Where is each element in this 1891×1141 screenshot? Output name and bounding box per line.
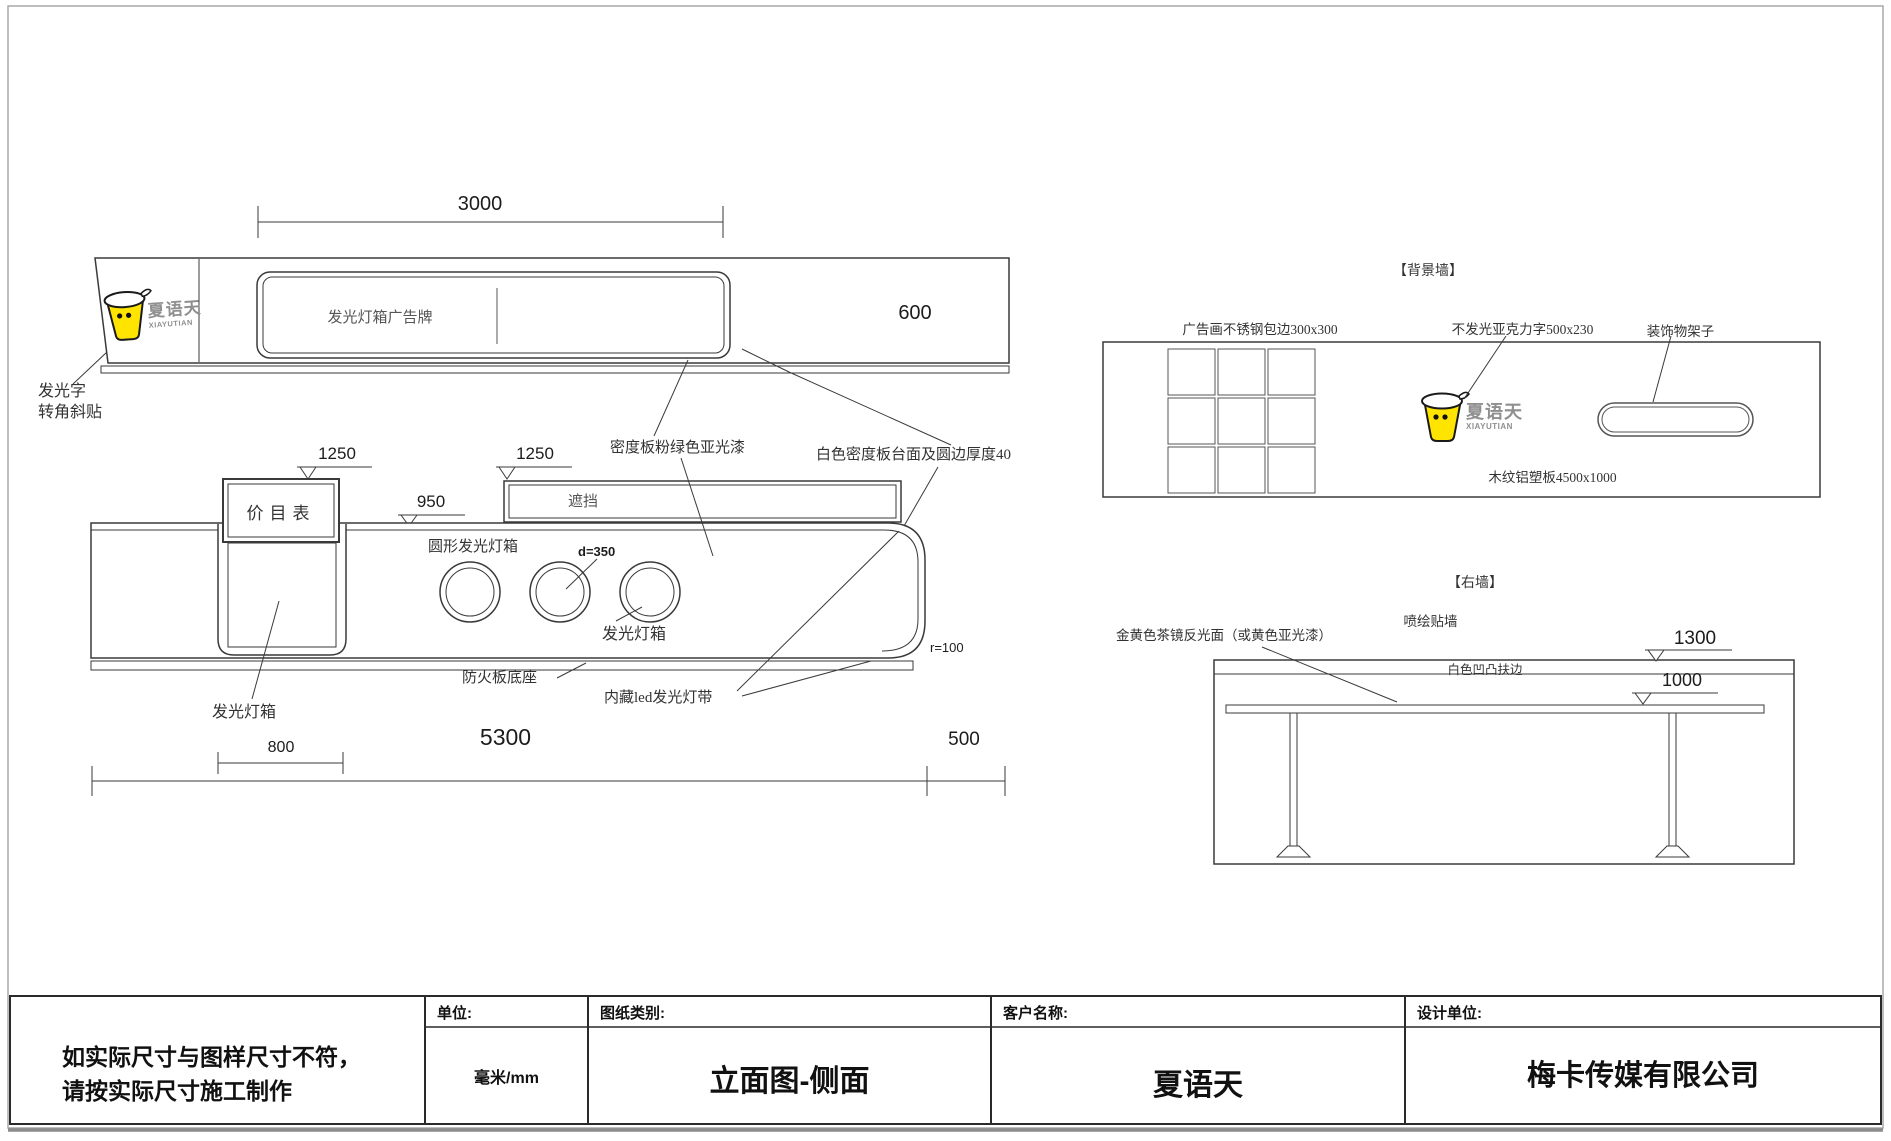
unit-value: 毫米/mm — [474, 1070, 539, 1087]
client-value: 夏语天 — [1153, 1069, 1243, 1102]
marker-1250-right — [496, 466, 572, 480]
wall-logo-text: 夏语天 XIAYUTIAN — [1466, 403, 1523, 431]
round-lightbox-label: 圆形发光灯箱 — [428, 539, 519, 555]
leader-base — [556, 662, 587, 679]
left-lightbox-label: 发光灯箱 — [212, 704, 277, 721]
corner-note-line1: 发光字 — [38, 383, 87, 400]
logo-latin-wall: XIAYUTIAN — [1466, 422, 1513, 431]
dim-5300: 5300 — [479, 724, 532, 750]
trim-label: 白色凹凸扶边 — [1447, 663, 1523, 677]
dim-1300: 1300 — [1673, 628, 1717, 649]
type-value: 立面图-侧面 — [709, 1065, 870, 1098]
counter-top-inner-line — [91, 529, 919, 652]
sign-lightbox-outer — [256, 271, 731, 359]
construction-note: 如实际尺寸与图样尺寸不符， 请按实际尺寸施工制作 — [62, 1040, 361, 1108]
corner-note-line2: 转角斜贴 — [38, 404, 103, 421]
leader-led-1 — [736, 530, 900, 692]
table-top — [1225, 704, 1765, 714]
sign-lightbox-inner — [262, 276, 725, 354]
bg-wall-grid — [1167, 348, 1316, 494]
marker-1300 — [1645, 649, 1732, 662]
dim-3000: 3000 — [457, 193, 503, 215]
dim-800-lines — [217, 752, 344, 774]
sticker-label: 喷绘贴墙 — [1403, 614, 1458, 629]
leader-led-2 — [741, 660, 872, 697]
dim-800: 800 — [267, 739, 295, 756]
right-wall-outline — [1213, 659, 1795, 865]
mdf-note-label: 密度板粉绿色亚光漆 — [610, 440, 746, 456]
leader-mirror — [1261, 646, 1398, 703]
leader-corner-note — [72, 351, 108, 385]
leader-left-lightbox — [251, 600, 280, 700]
bg-acrylic-label: 不发光亚克力字500x230 — [1451, 322, 1594, 337]
price-board-inner — [227, 483, 335, 538]
sign-dim-3000 — [257, 206, 724, 238]
logo-cup-icon-wall — [1421, 391, 1470, 442]
dim-1250-left: 1250 — [318, 444, 356, 463]
bg-wall-title: 【背景墙】 — [1393, 264, 1463, 279]
type-header: 图纸类别: — [600, 1005, 665, 1022]
leader-top-note — [741, 348, 952, 446]
sign-base-strip — [100, 365, 1010, 374]
dim-1250-right: 1250 — [516, 444, 554, 463]
marker-1000 — [1632, 692, 1718, 705]
left-lightbox-panel — [227, 542, 337, 648]
shelf-pill-outer — [1597, 402, 1754, 437]
bg-panel-label: 木纹铝塑板4500x1000 — [1488, 470, 1617, 485]
led-label: 内藏led发光灯带 — [604, 690, 713, 706]
dim-600: 600 — [898, 302, 932, 324]
counter-base-strip — [90, 660, 914, 671]
bg-shelf-label: 装饰物架子 — [1646, 324, 1715, 339]
marker-1250-left — [297, 466, 372, 480]
construction-note-line1: 如实际尺寸与图样尺寸不符， — [62, 1044, 361, 1070]
leader-acrylic — [1463, 335, 1507, 400]
price-board-outer — [222, 478, 340, 543]
logo-name: 夏语天 — [147, 298, 203, 321]
corner-note: 发光字 转角斜贴 — [38, 381, 102, 423]
unit-header: 单位: — [437, 1005, 472, 1022]
logo-cup-icon — [103, 288, 152, 341]
leader-mdf-down — [680, 457, 714, 557]
logo-name-wall: 夏语天 — [1466, 402, 1523, 422]
leader-d350 — [565, 558, 598, 590]
round-lightboxes — [439, 561, 681, 623]
dim-950: 950 — [416, 492, 446, 511]
leader-shelf — [1652, 335, 1672, 403]
sign-lightbox-label: 发光灯箱广告牌 — [327, 310, 433, 326]
dim-1000: 1000 — [1661, 670, 1703, 690]
shield-bar-outer — [503, 480, 902, 523]
page-border — [7, 5, 1884, 1129]
leader-top-note-down — [903, 466, 939, 527]
table-legs — [1275, 712, 1691, 858]
leader-lightbox — [615, 606, 643, 622]
price-board-label: 价目表 — [246, 504, 316, 523]
marker-950 — [398, 514, 465, 527]
shield-bar-inner — [508, 484, 897, 519]
shelf-pill-inner — [1601, 406, 1750, 433]
radius-label: r=100 — [930, 640, 964, 655]
leader-mdf-from-sign — [653, 359, 689, 437]
top-note-label: 白色密度板台面及圆边厚度40 — [816, 447, 1012, 463]
shield-label: 遮挡 — [567, 494, 598, 510]
right-wall-title: 【右墙】 — [1447, 576, 1503, 591]
base-label: 防火板底座 — [462, 670, 538, 686]
lightbox-label: 发光灯箱 — [602, 626, 667, 643]
designer-value: 梅卡传媒有限公司 — [1526, 1060, 1759, 1092]
title-block-lines — [9, 995, 1882, 1125]
diameter-label: d=350 — [578, 544, 616, 559]
bg-grid-label: 广告画不锈钢包边300x300 — [1182, 322, 1338, 337]
dim-total-lines — [91, 766, 1006, 796]
sign-logo-text: 夏语天 XIAYUTIAN — [147, 298, 203, 330]
client-header: 客户名称: — [1003, 1005, 1068, 1022]
construction-note-line2: 请按实际尺寸施工制作 — [62, 1078, 292, 1104]
designer-header: 设计单位: — [1417, 1005, 1482, 1022]
mirror-label: 金黄色茶镜反光面（或黄色亚光漆） — [1116, 628, 1332, 643]
dim-500: 500 — [948, 729, 980, 750]
